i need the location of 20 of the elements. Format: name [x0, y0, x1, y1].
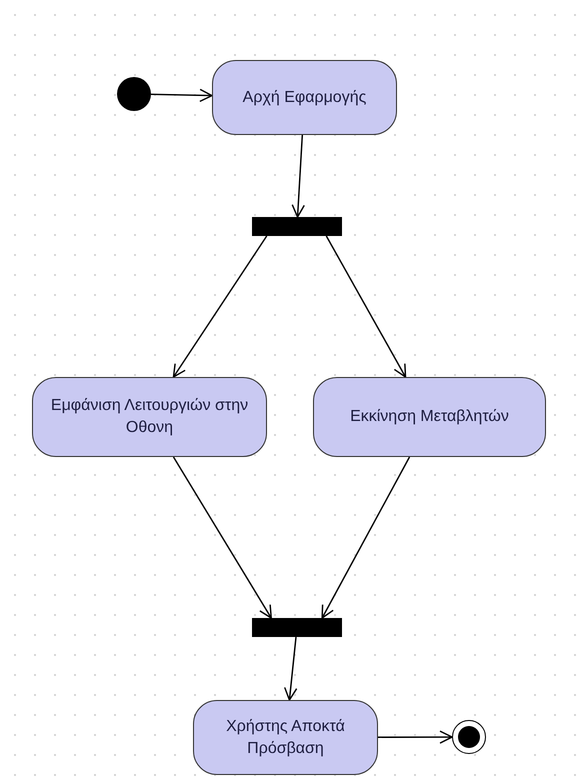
arrow [172, 456, 272, 619]
sync-bar [252, 618, 342, 637]
arrow [172, 236, 268, 378]
arrow [292, 134, 305, 218]
final-node [452, 720, 486, 754]
action-label: Εκκίνηση Μεταβλητών [350, 407, 509, 427]
arrow [378, 730, 453, 744]
action-box [193, 700, 378, 775]
sync-bar [252, 217, 342, 236]
action-box [32, 377, 267, 457]
action-label: Αρχή Εφαρμογής [242, 88, 366, 108]
arrow [321, 456, 410, 619]
action-label: Εμφάνιση Λειτουργιών στην Οθονη [50, 396, 250, 438]
action-box [313, 377, 546, 457]
arrow [150, 88, 213, 102]
action-box [212, 60, 397, 135]
initial-node [117, 77, 151, 111]
action-label: Χρήστης Αποκτά Πρόσβαση [225, 716, 346, 758]
arrow [326, 236, 406, 378]
arrow [284, 636, 298, 701]
